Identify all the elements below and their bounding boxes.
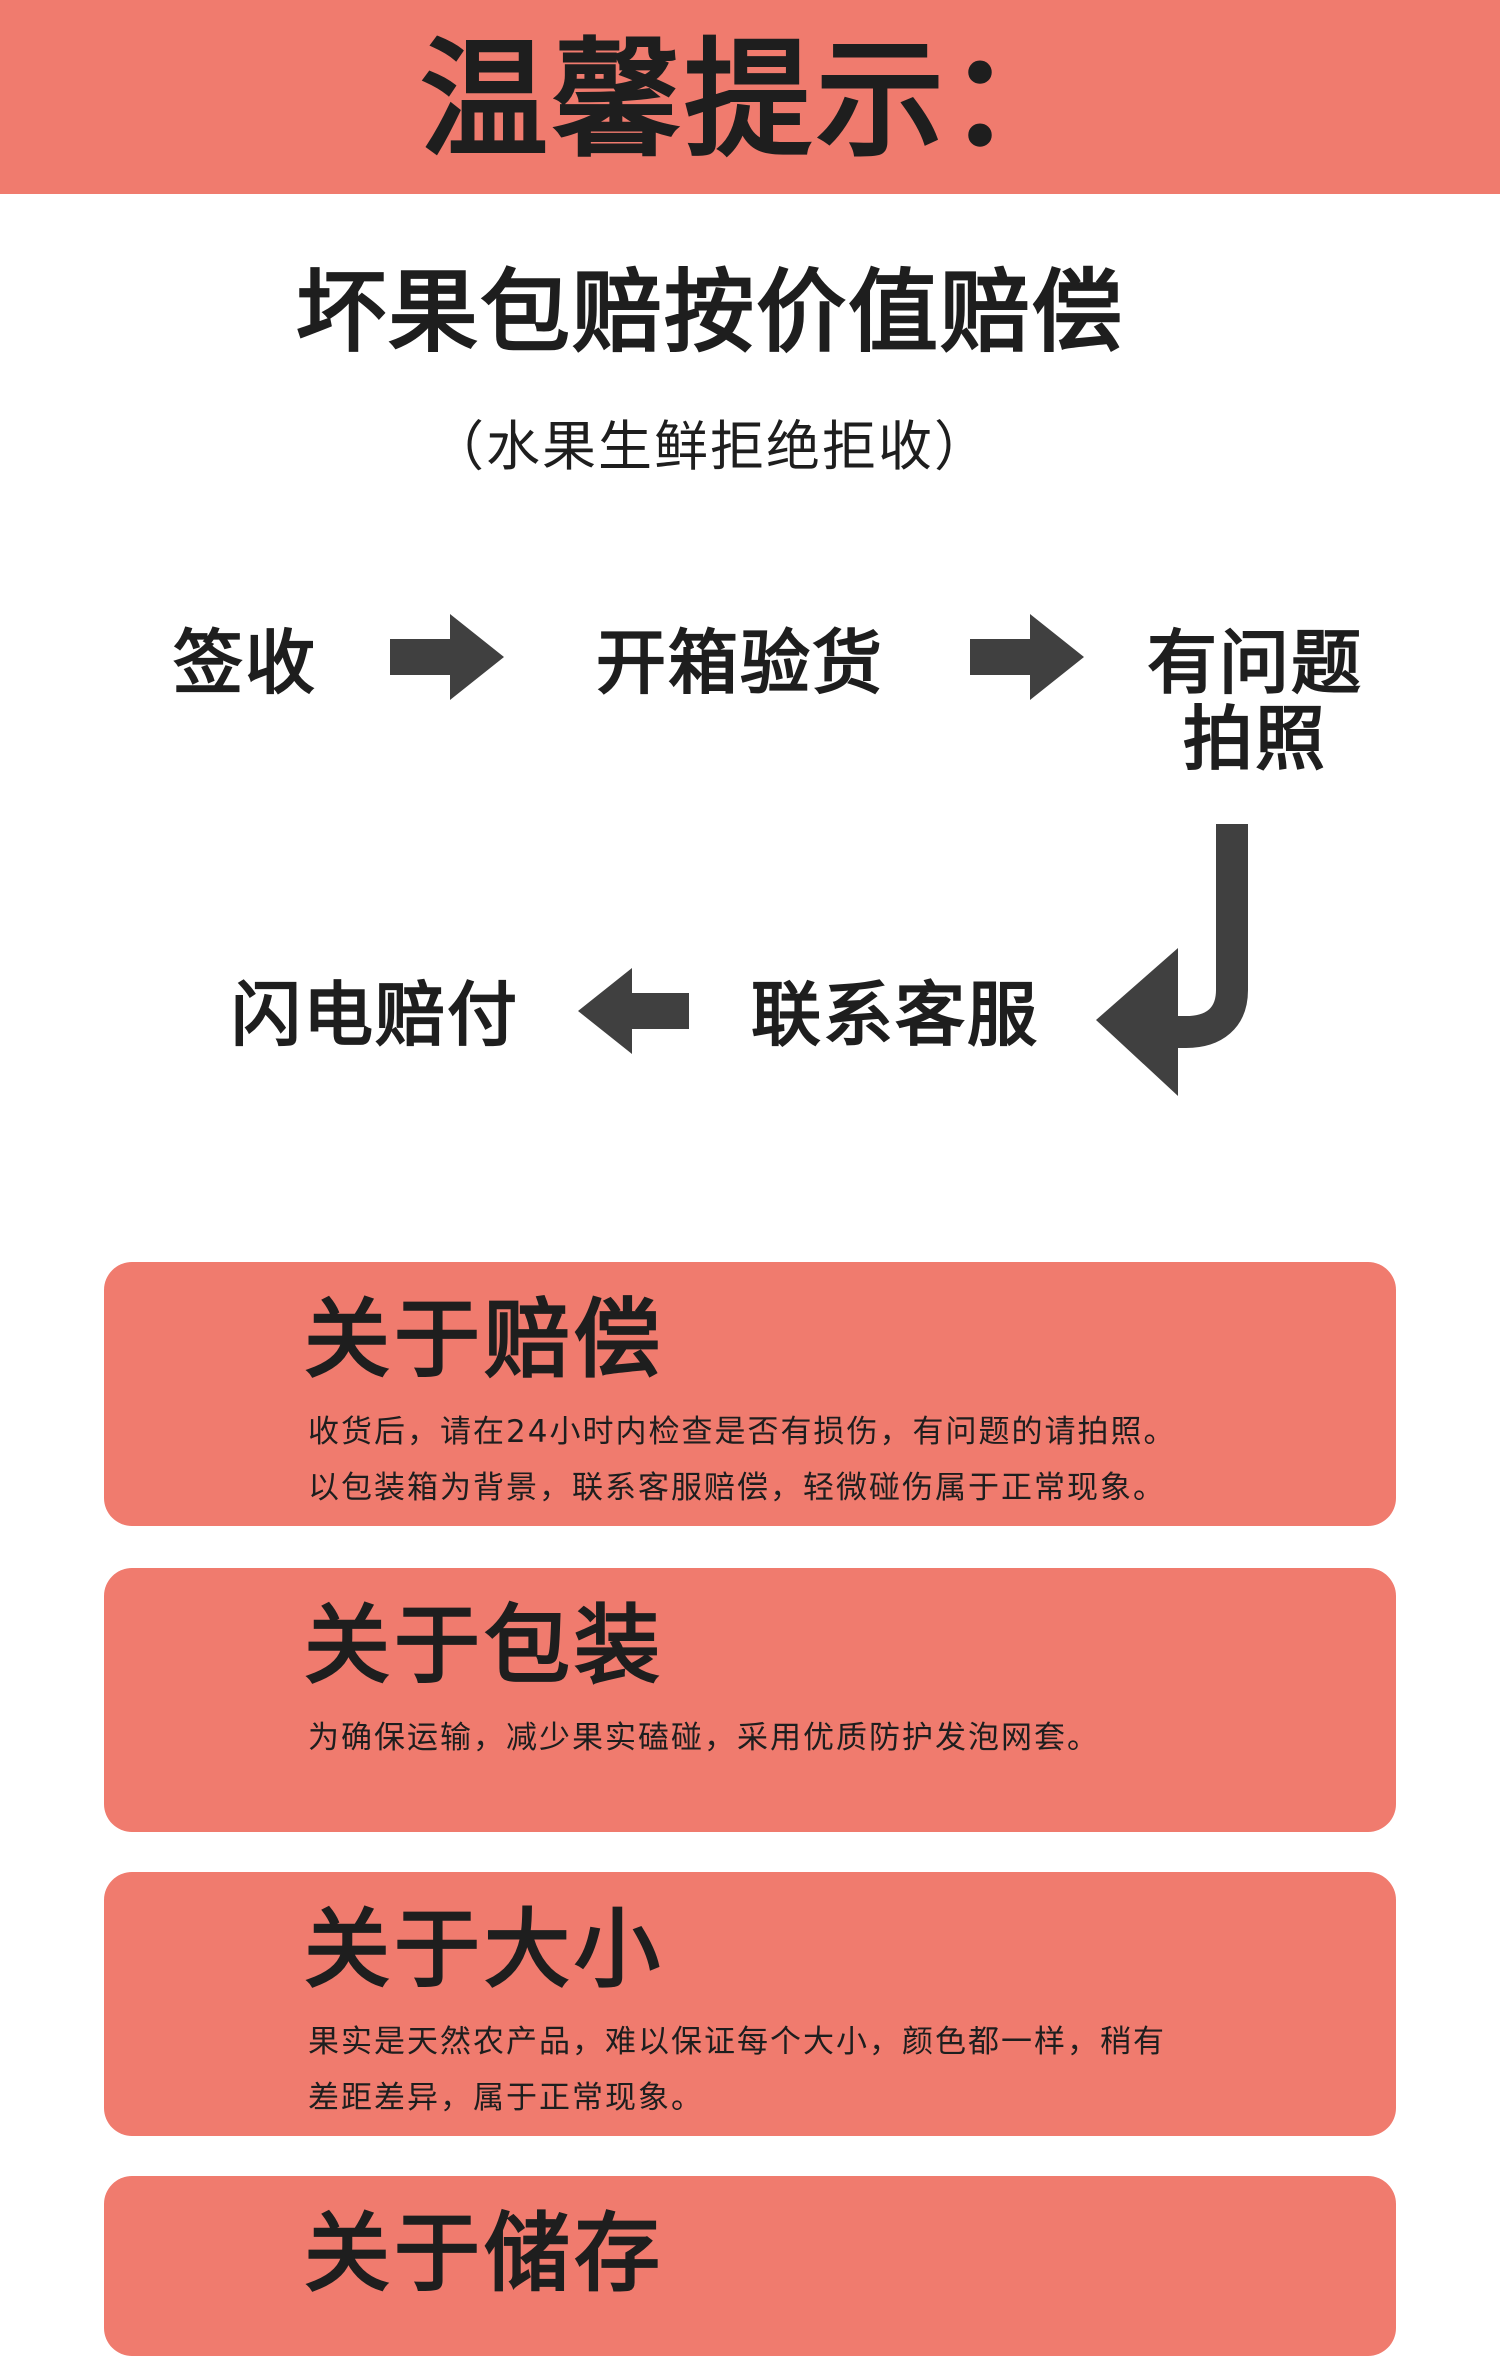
- arrow-right-icon: [970, 614, 1084, 700]
- header-banner: [0, 0, 1500, 194]
- arrow-left-icon: [578, 968, 689, 1054]
- step-sign-receipt: 签收: [173, 622, 317, 704]
- card-packaging: 关于包装 为确保运输，减少果实磕碰，采用优质防护发泡网套。: [104, 1568, 1396, 1832]
- card-line: 差距差异，属于正常现象。: [308, 2080, 704, 2116]
- turn-down-left-arrow-icon: [1096, 824, 1248, 1096]
- card-line: 果实是天然农产品，难以保证每个大小，颜色都一样，稍有: [308, 2024, 1166, 2060]
- step-fast-payout: 闪电赔付: [231, 974, 519, 1056]
- card-compensation: 关于赔偿 收货后，请在24小时内检查是否有损伤，有问题的请拍照。 以包装箱为背景…: [104, 1262, 1396, 1526]
- card-storage: 关于储存: [104, 2176, 1396, 2356]
- compensation-subline: （水果生鲜拒绝拒收）: [430, 415, 990, 478]
- card-text: 收货后，请在24小时内检查是否有损伤，有问题的请拍照。 以包装箱为背景，联系客服…: [308, 1404, 1368, 1516]
- arrow-right-icon: [390, 614, 504, 700]
- card-title: 关于包装: [304, 1596, 664, 1696]
- card-line: 以包装箱为背景，联系客服赔偿，轻微碰伤属于正常现象。: [308, 1470, 1166, 1506]
- card-text: 果实是天然农产品，难以保证每个大小，颜色都一样，稍有 差距差异，属于正常现象。: [308, 2014, 1368, 2126]
- step-photo-line2: 拍照: [1183, 698, 1327, 780]
- card-title: 关于赔偿: [304, 1290, 664, 1390]
- compensation-headline: 坏果包赔按价值赔偿: [296, 260, 1124, 365]
- step-contact-service: 联系客服: [751, 974, 1039, 1056]
- card-title: 关于储存: [304, 2204, 664, 2304]
- page-title: 温馨提示：: [419, 26, 1080, 175]
- step-unbox-inspect: 开箱验货: [596, 622, 884, 704]
- card-line: 为确保运输，减少果实磕碰，采用优质防护发泡网套。: [308, 1720, 1100, 1756]
- step-photo-line1: 有问题: [1147, 622, 1363, 704]
- card-text: 为确保运输，减少果实磕碰，采用优质防护发泡网套。: [308, 1710, 1368, 1766]
- card-size: 关于大小 果实是天然农产品，难以保证每个大小，颜色都一样，稍有 差距差异，属于正…: [104, 1872, 1396, 2136]
- card-line: 收货后，请在24小时内检查是否有损伤，有问题的请拍照。: [308, 1414, 1177, 1450]
- card-title: 关于大小: [304, 1900, 664, 2000]
